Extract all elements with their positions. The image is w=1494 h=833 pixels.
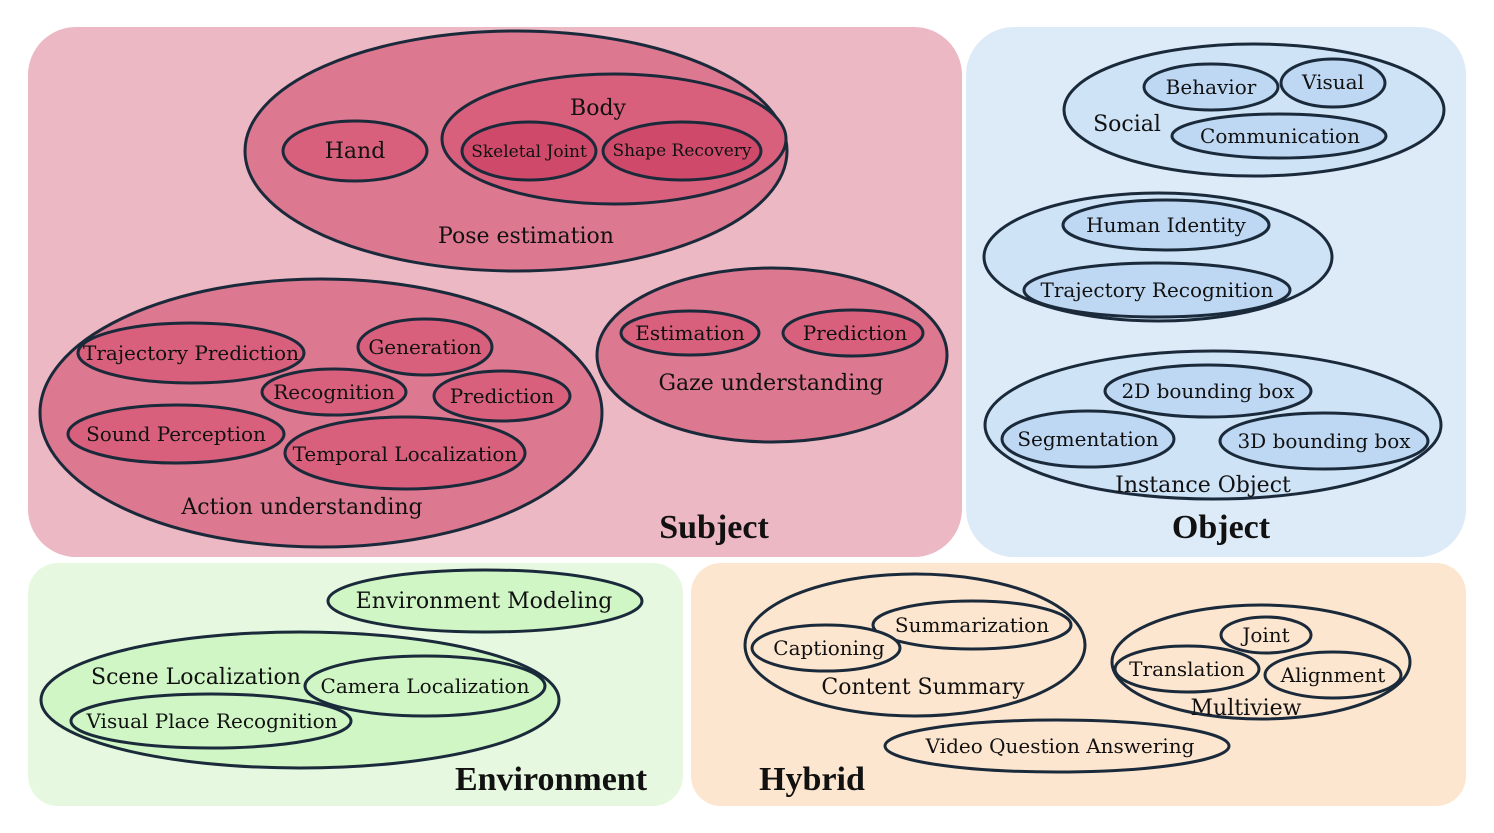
joint-label: Joint bbox=[1240, 623, 1289, 647]
scene-localization-label: Scene Localization bbox=[91, 665, 301, 690]
segmentation-ellipse bbox=[1000, 409, 1176, 469]
recognition-label: Recognition bbox=[273, 380, 395, 404]
hybrid-title: Hybrid bbox=[759, 761, 865, 798]
summarization-ellipse bbox=[871, 599, 1073, 651]
recognition-ellipse bbox=[260, 367, 408, 417]
joint-ellipse bbox=[1219, 615, 1313, 655]
action-understanding-label: Action understanding bbox=[180, 495, 422, 520]
visual-ellipse bbox=[1279, 57, 1387, 109]
instance-object-label: Instance Object bbox=[1115, 473, 1291, 498]
bbox-3d-label: 3D bounding box bbox=[1237, 429, 1411, 453]
multiview-label: Multiview bbox=[1191, 696, 1302, 721]
gaze-understanding-label: Gaze understanding bbox=[658, 371, 883, 396]
visual-label: Visual bbox=[1301, 70, 1364, 94]
object-title: Object bbox=[1172, 509, 1271, 546]
segmentation-label: Segmentation bbox=[1017, 427, 1158, 451]
hand-label: Hand bbox=[325, 139, 386, 164]
communication-ellipse bbox=[1170, 112, 1388, 160]
trajectory-prediction-label: Trajectory Prediction bbox=[83, 341, 299, 365]
skeletal-joint-ellipse bbox=[460, 120, 598, 182]
alignment-ellipse bbox=[1263, 650, 1403, 700]
gaze-prediction-label: Prediction bbox=[803, 321, 908, 345]
shape-recovery-ellipse bbox=[601, 120, 763, 182]
translation-label: Translation bbox=[1129, 657, 1245, 681]
behavior-label: Behavior bbox=[1166, 75, 1257, 99]
sound-perception-ellipse bbox=[66, 403, 286, 465]
behavior-ellipse bbox=[1142, 62, 1280, 112]
video-qa-ellipse bbox=[883, 718, 1231, 774]
human-identity-ellipse bbox=[1061, 198, 1271, 252]
skeletal-joint-label: Skeletal Joint bbox=[471, 142, 587, 162]
trajectory-recognition-label: Trajectory Recognition bbox=[1041, 278, 1274, 302]
hand-ellipse bbox=[281, 119, 429, 183]
camera-localization-label: Camera Localization bbox=[321, 674, 530, 698]
captioning-label: Captioning bbox=[773, 636, 885, 660]
bbox-3d-ellipse bbox=[1218, 411, 1430, 471]
gaze-prediction-ellipse bbox=[781, 308, 925, 358]
action-prediction-label: Prediction bbox=[450, 384, 555, 408]
environment-title: Environment bbox=[455, 761, 648, 798]
bbox-2d-ellipse bbox=[1103, 363, 1313, 419]
action-prediction-ellipse bbox=[432, 369, 572, 423]
shape-recovery-label: Shape Recovery bbox=[612, 141, 751, 161]
content-summary-label: Content Summary bbox=[821, 675, 1025, 700]
environment-modeling-label: Environment Modeling bbox=[356, 589, 613, 614]
generation-label: Generation bbox=[368, 335, 481, 359]
visual-place-recognition-label: Visual Place Recognition bbox=[85, 709, 337, 733]
communication-label: Communication bbox=[1200, 124, 1360, 148]
body-label: Body bbox=[570, 96, 626, 121]
bbox-2d-label: 2D bounding box bbox=[1121, 379, 1295, 403]
environment-modeling-ellipse bbox=[326, 568, 644, 634]
temporal-localization-ellipse bbox=[283, 415, 527, 491]
generation-ellipse bbox=[356, 317, 494, 377]
gaze-understanding-ellipse bbox=[595, 266, 949, 444]
subject-title: Subject bbox=[659, 509, 769, 546]
sound-perception-label: Sound Perception bbox=[86, 422, 266, 446]
captioning-ellipse bbox=[750, 623, 902, 673]
translation-ellipse bbox=[1113, 644, 1261, 694]
social-label: Social bbox=[1093, 112, 1161, 137]
estimation-label: Estimation bbox=[635, 321, 745, 345]
human-identity-label: Human Identity bbox=[1086, 213, 1246, 237]
video-qa-label: Video Question Answering bbox=[925, 734, 1195, 758]
visual-place-recognition-ellipse bbox=[69, 692, 353, 750]
trajectory-prediction-ellipse bbox=[76, 321, 306, 385]
alignment-label: Alignment bbox=[1280, 663, 1386, 687]
camera-localization-ellipse bbox=[303, 654, 547, 718]
estimation-ellipse bbox=[619, 309, 761, 357]
trajectory-recognition-ellipse bbox=[1022, 261, 1292, 319]
temporal-localization-label: Temporal Localization bbox=[293, 442, 518, 466]
pose-estimation-label: Pose estimation bbox=[438, 224, 614, 249]
summarization-label: Summarization bbox=[895, 613, 1049, 637]
